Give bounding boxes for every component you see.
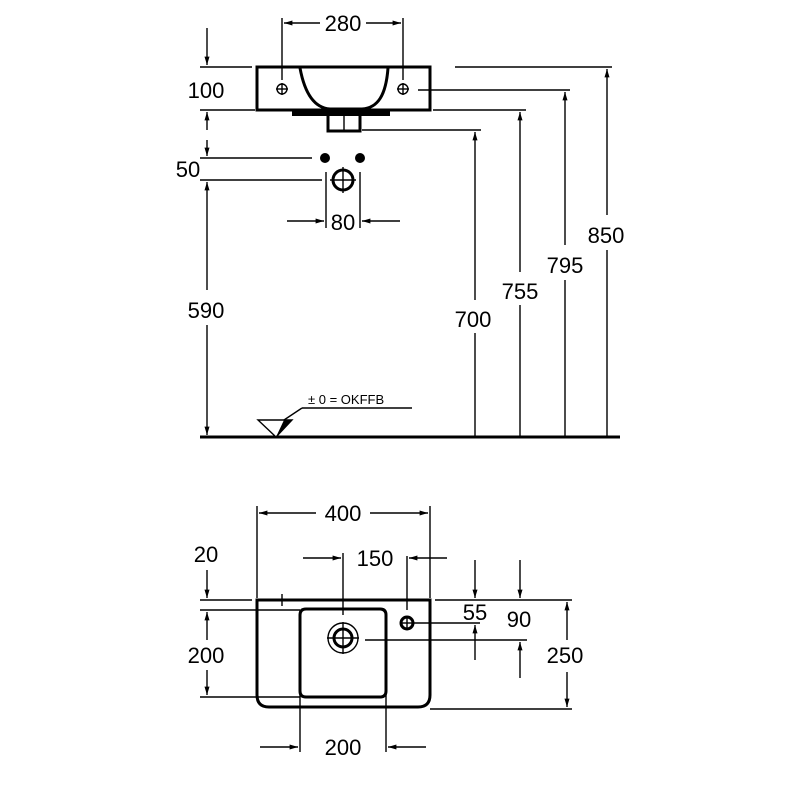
top-view: 400 150 20 200 55 90 250	[188, 501, 584, 760]
supply-valve-left	[320, 153, 330, 163]
supply-valve-right	[355, 153, 365, 163]
tap-hole-plan	[399, 615, 415, 631]
dim-250: 250	[547, 643, 584, 668]
dim-795: 795	[547, 253, 584, 278]
dim-20: 20	[194, 542, 218, 567]
dim-55: 55	[463, 600, 487, 625]
dim-400: 400	[325, 501, 362, 526]
bowl-plan	[298, 607, 388, 699]
dim-590: 590	[188, 298, 225, 323]
floor-reference-label: ± 0 = OKFFB	[308, 392, 384, 407]
dim-755: 755	[502, 279, 539, 304]
waste-outlet	[330, 167, 356, 193]
dim-100: 100	[188, 78, 225, 103]
dim-850: 850	[588, 223, 625, 248]
basin-feet	[292, 110, 390, 116]
drain-icon	[327, 622, 359, 654]
dim-50: 50	[176, 157, 200, 182]
basin-plan-outline	[255, 598, 432, 709]
dim-90: 90	[507, 607, 531, 632]
dim-150: 150	[357, 546, 394, 571]
dim-700: 700	[455, 307, 492, 332]
dim-200-width: 200	[325, 735, 362, 760]
bowl-curve	[298, 67, 390, 111]
dim-200-depth: 200	[188, 643, 225, 668]
tap-hole-right	[397, 83, 409, 95]
side-view: 280 100 50 590 80 850 795	[176, 11, 625, 439]
dim-80: 80	[331, 210, 355, 235]
dim-280: 280	[325, 11, 362, 36]
tap-hole-left	[276, 83, 288, 95]
